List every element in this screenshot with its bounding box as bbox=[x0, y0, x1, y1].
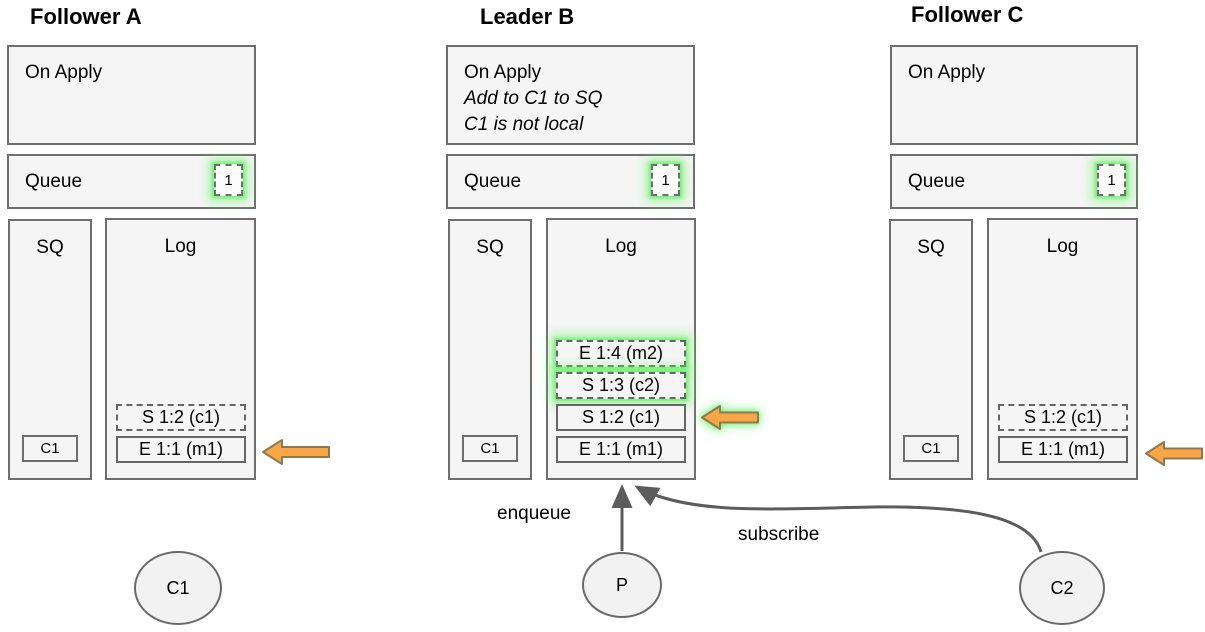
on-apply-box-leader-b: On Apply Add to C1 to SQ C1 is not local bbox=[446, 45, 695, 145]
client-c2-node: C2 bbox=[1019, 551, 1105, 625]
sq-label: SQ bbox=[917, 237, 945, 258]
queue-box-leader-b: Queue bbox=[446, 154, 695, 209]
sq-label: SQ bbox=[476, 237, 504, 258]
sq-item-follower-c: C1 bbox=[903, 435, 959, 462]
log-entry: E 1:1 (m1) bbox=[556, 436, 686, 463]
enqueue-edge-label: enqueue bbox=[497, 503, 571, 524]
log-entry: E 1:4 (m2) bbox=[556, 340, 686, 367]
subscribe-edge-label: subscribe bbox=[738, 524, 820, 545]
queue-label: Queue bbox=[908, 170, 966, 192]
log-label: Log bbox=[164, 236, 197, 257]
apply-pointer-arrow-follower-c bbox=[1145, 441, 1203, 466]
queue-count-badge-leader-b: 1 bbox=[651, 164, 680, 196]
log-entry: S 1:2 (c1) bbox=[116, 404, 246, 431]
on-apply-note: Add to C1 to SQ bbox=[464, 88, 603, 109]
log-entry: S 1:2 (c1) bbox=[998, 404, 1128, 431]
node-title-leader-b: Leader B bbox=[480, 4, 575, 29]
producer-p-node: P bbox=[582, 552, 662, 618]
on-apply-label: On Apply bbox=[464, 62, 542, 83]
client-c1-node: C1 bbox=[134, 551, 222, 625]
on-apply-box-follower-c: On Apply bbox=[890, 45, 1138, 145]
sq-item-follower-a: C1 bbox=[22, 435, 78, 462]
on-apply-label: On Apply bbox=[908, 62, 986, 83]
log-label: Log bbox=[605, 236, 637, 257]
on-apply-box-follower-a: On Apply bbox=[7, 45, 256, 145]
apply-pointer-arrow-leader-b bbox=[701, 405, 759, 430]
log-entry: S 1:3 (c2) bbox=[556, 372, 686, 399]
log-entry: E 1:1 (m1) bbox=[116, 436, 246, 463]
node-title-follower-a: Follower A bbox=[30, 4, 142, 29]
queue-count-badge-follower-c: 1 bbox=[1097, 164, 1126, 196]
on-apply-label: On Apply bbox=[25, 62, 103, 83]
log-label: Log bbox=[1046, 236, 1079, 257]
sq-item-leader-b: C1 bbox=[462, 435, 518, 462]
on-apply-note: C1 is not local bbox=[464, 114, 584, 135]
sq-label: SQ bbox=[36, 237, 64, 258]
log-entry: E 1:1 (m1) bbox=[998, 436, 1128, 463]
apply-pointer-arrow-follower-a bbox=[262, 439, 330, 465]
log-entry: S 1:2 (c1) bbox=[556, 404, 686, 431]
queue-label: Queue bbox=[464, 170, 522, 192]
subscribe-arrow bbox=[634, 485, 1043, 553]
queue-count-badge-follower-a: 1 bbox=[214, 164, 243, 196]
queue-box-follower-c: Queue bbox=[890, 154, 1138, 209]
node-title-follower-c: Follower C bbox=[911, 2, 1024, 27]
queue-label: Queue bbox=[25, 170, 83, 192]
